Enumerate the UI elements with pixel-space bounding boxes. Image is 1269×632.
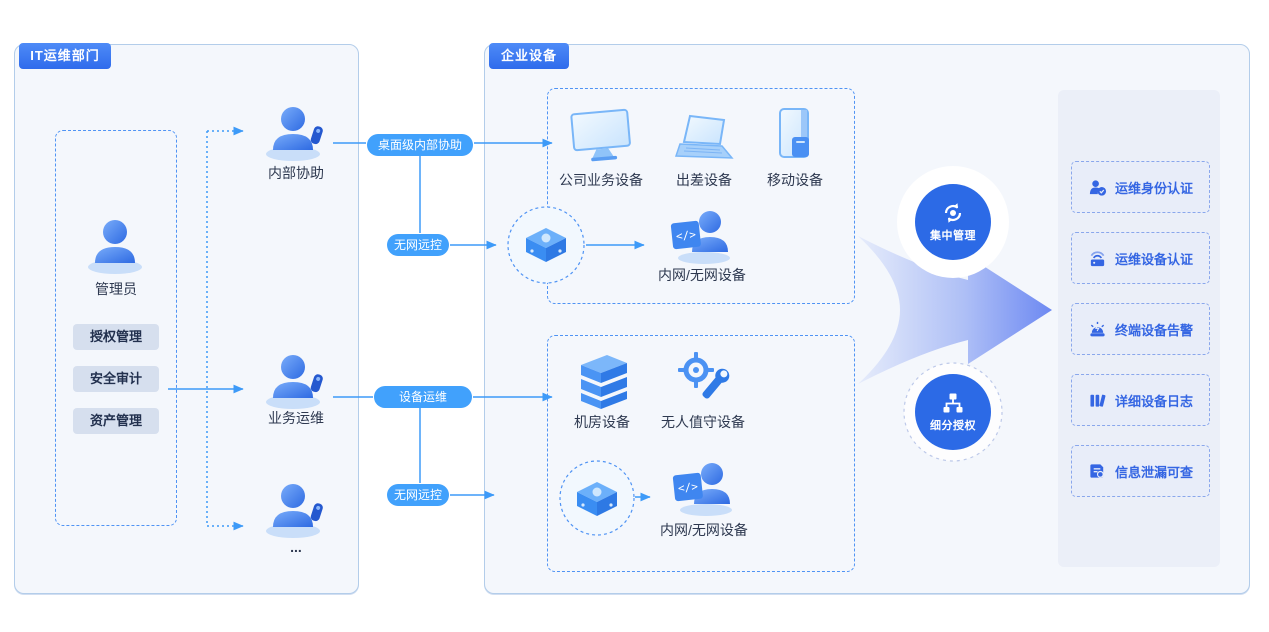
feature-device-auth: 运维设备认证: [1071, 232, 1210, 284]
server-room-label: 机房设备: [574, 414, 630, 430]
fine-grained-auth-label: 细分授权: [930, 420, 976, 432]
feature-device-auth-label: 运维设备认证: [1114, 251, 1193, 267]
company-desktop-icon: [565, 104, 637, 166]
business-ops-person-icon: [261, 348, 331, 410]
pill-desktop-assist: 桌面级内部协助: [367, 134, 473, 156]
sync-icon: [941, 201, 965, 225]
feature-device-log: 详细设备日志: [1071, 374, 1210, 426]
svg-text:</>: </>: [677, 480, 698, 495]
travel-device-label: 出差设备: [676, 172, 732, 188]
intranet-code-person-icon-1: </>: [670, 206, 734, 264]
internal-assist-person-icon: [261, 100, 331, 162]
feature-leak-trace-label: 信息泄漏可查: [1114, 464, 1193, 480]
admin-function-authorization: 授权管理: [73, 324, 159, 350]
person-check-icon: [1088, 178, 1107, 197]
admin-label: 管理员: [95, 281, 137, 297]
internal-assist-label: 内部协助: [268, 165, 324, 181]
central-management-label: 集中管理: [930, 230, 976, 242]
feature-device-log-label: 详细设备日志: [1114, 393, 1193, 409]
unattended-device-label: 无人值守设备: [661, 414, 745, 430]
unattended-device-icon: [674, 350, 732, 406]
it-department-title: IT运维部门: [19, 43, 111, 69]
mini-pc-icon-2: [573, 480, 621, 520]
admin-function-audit: 安全审计: [73, 366, 159, 392]
business-ops-label: 业务运维: [268, 410, 324, 426]
admin-group-box: [55, 130, 177, 526]
central-management-badge: 集中管理: [915, 184, 991, 260]
pill-device-ops: 设备运维: [374, 386, 472, 408]
pill-no-net-remote-2: 无网远控: [387, 484, 449, 506]
mobile-device-label: 移动设备: [767, 172, 823, 188]
org-chart-icon: [941, 391, 965, 415]
travel-laptop-icon: [670, 110, 738, 166]
feature-leak-trace: 信息泄漏可查: [1071, 445, 1210, 497]
admin-person-icon: [81, 213, 151, 275]
log-bars-icon: [1088, 391, 1107, 410]
server-rack-icon: [569, 351, 635, 409]
mini-pc-icon-1: [522, 226, 570, 266]
svg-text:</>: </>: [675, 228, 696, 243]
intranet-device-label-2: 内网/无网设备: [660, 522, 748, 538]
company-device-label: 公司业务设备: [559, 172, 643, 188]
more-roles-label: ...: [290, 539, 302, 555]
machine-devices-box: [547, 335, 855, 572]
alarm-siren-icon: [1088, 320, 1107, 339]
pill-no-net-remote-1: 无网远控: [387, 234, 449, 256]
feature-terminal-alarm-label: 终端设备告警: [1114, 322, 1193, 338]
mobile-device-icon: [772, 105, 818, 163]
feature-identity-auth: 运维身份认证: [1071, 161, 1210, 213]
device-wifi-icon: [1088, 249, 1107, 268]
admin-function-asset: 资产管理: [73, 408, 159, 434]
fine-grained-auth-badge: 细分授权: [915, 374, 991, 450]
office-devices-box: [547, 88, 855, 304]
doc-magnifier-icon: [1088, 462, 1107, 481]
intranet-device-label-1: 内网/无网设备: [658, 267, 746, 283]
intranet-code-person-icon-2: </>: [672, 458, 736, 516]
feature-identity-auth-label: 运维身份认证: [1114, 180, 1193, 196]
feature-terminal-alarm: 终端设备告警: [1071, 303, 1210, 355]
enterprise-devices-title: 企业设备: [489, 43, 569, 69]
more-roles-person-icon: [261, 477, 331, 539]
